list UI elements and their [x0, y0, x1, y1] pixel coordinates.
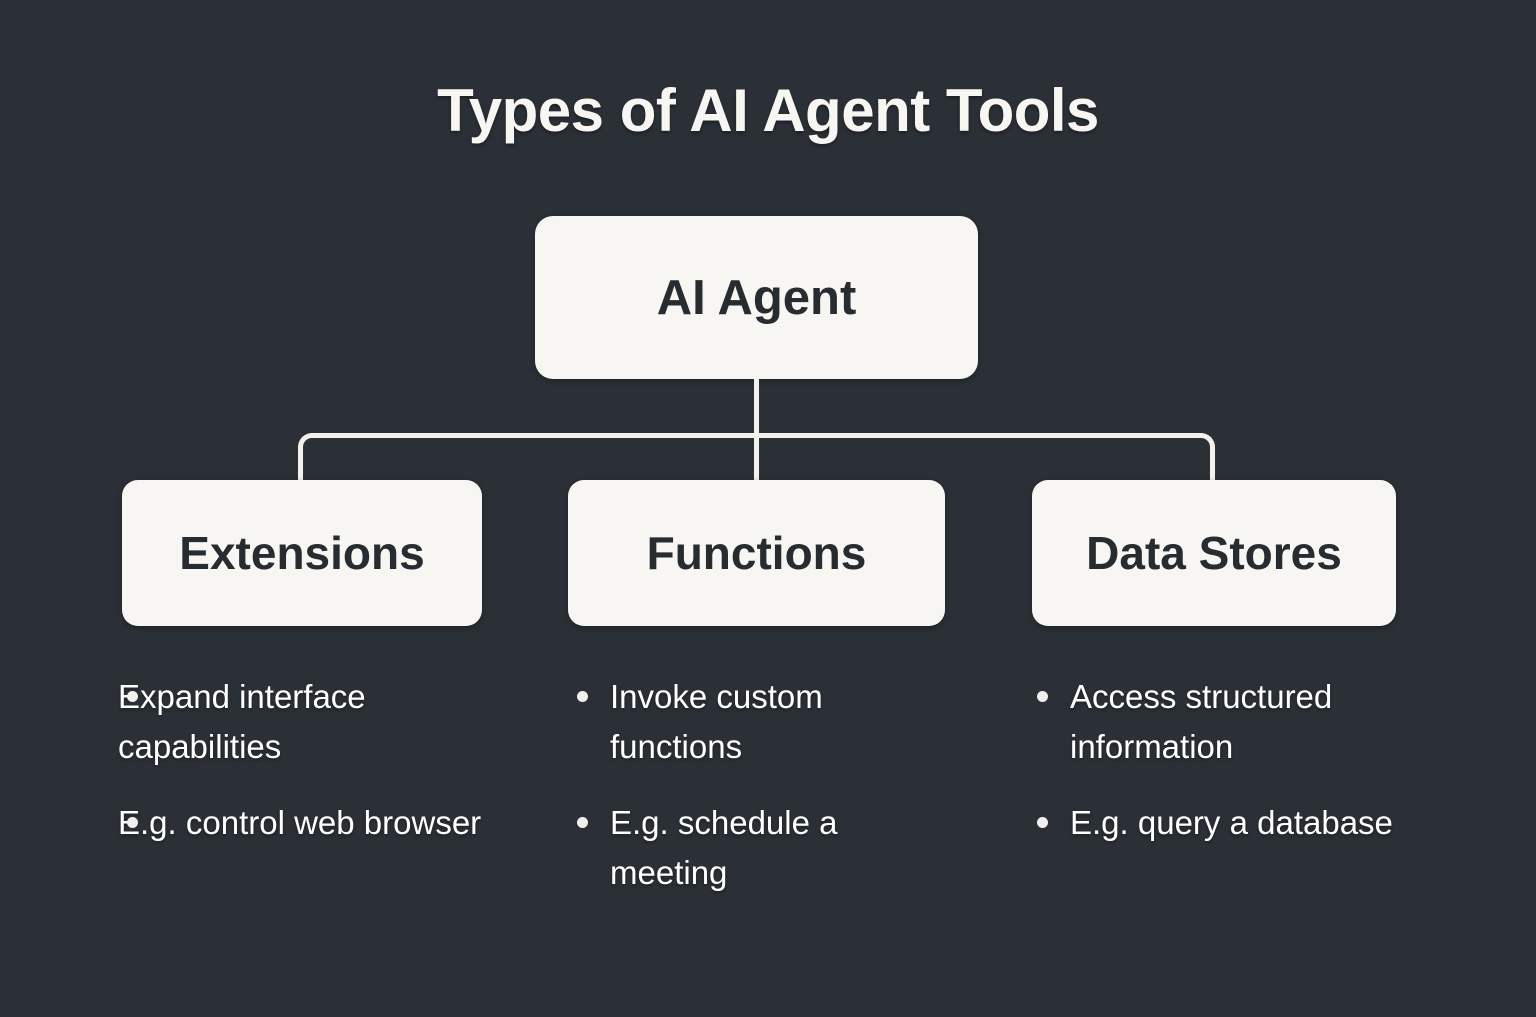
- list-item: Expand interface capabilities: [118, 672, 500, 772]
- list-item: E.g. query a database: [1028, 798, 1418, 848]
- list-item-text: Invoke custom functions: [610, 678, 823, 766]
- bullet-dot-icon: [127, 691, 138, 702]
- list-item: Invoke custom functions: [568, 672, 898, 772]
- list-item-text: Access structured information: [1070, 678, 1333, 766]
- list-item-text: E.g. control web browser: [118, 804, 482, 842]
- node-functions-label: Functions: [646, 527, 867, 579]
- list-item-text: E.g. schedule a meeting: [610, 804, 838, 892]
- node-data-stores-label: Data Stores: [1086, 527, 1342, 579]
- bullet-list-data-stores: Access structured information E.g. query…: [1028, 672, 1418, 848]
- bullet-list-functions: Invoke custom functions E.g. schedule a …: [568, 672, 898, 899]
- list-item: Access structured information: [1028, 672, 1418, 772]
- node-extensions-label: Extensions: [179, 527, 425, 579]
- connector-root-stem: [754, 379, 759, 436]
- bullet-dot-icon: [577, 691, 588, 702]
- node-data-stores[interactable]: Data Stores: [1032, 480, 1396, 626]
- node-ai-agent[interactable]: AI Agent: [535, 216, 978, 379]
- list-item: E.g. control web browser: [118, 798, 500, 848]
- bullet-dot-icon: [1037, 817, 1048, 829]
- node-ai-agent-label: AI Agent: [656, 270, 857, 325]
- list-item-text: Expand interface capabilities: [118, 678, 366, 766]
- node-functions[interactable]: Functions: [568, 480, 945, 626]
- list-item: E.g. schedule a meeting: [568, 798, 898, 898]
- bullet-dot-icon: [127, 817, 138, 829]
- list-item-text: E.g. query a database: [1070, 804, 1393, 842]
- page-title: Types of AI Agent Tools: [437, 77, 1099, 144]
- bullet-list-extensions: Expand interface capabilities E.g. contr…: [118, 672, 500, 848]
- bullet-dot-icon: [1037, 691, 1048, 702]
- connector-drop-functions: [754, 433, 759, 483]
- bullet-dot-icon: [577, 817, 588, 829]
- node-extensions[interactable]: Extensions: [122, 480, 482, 626]
